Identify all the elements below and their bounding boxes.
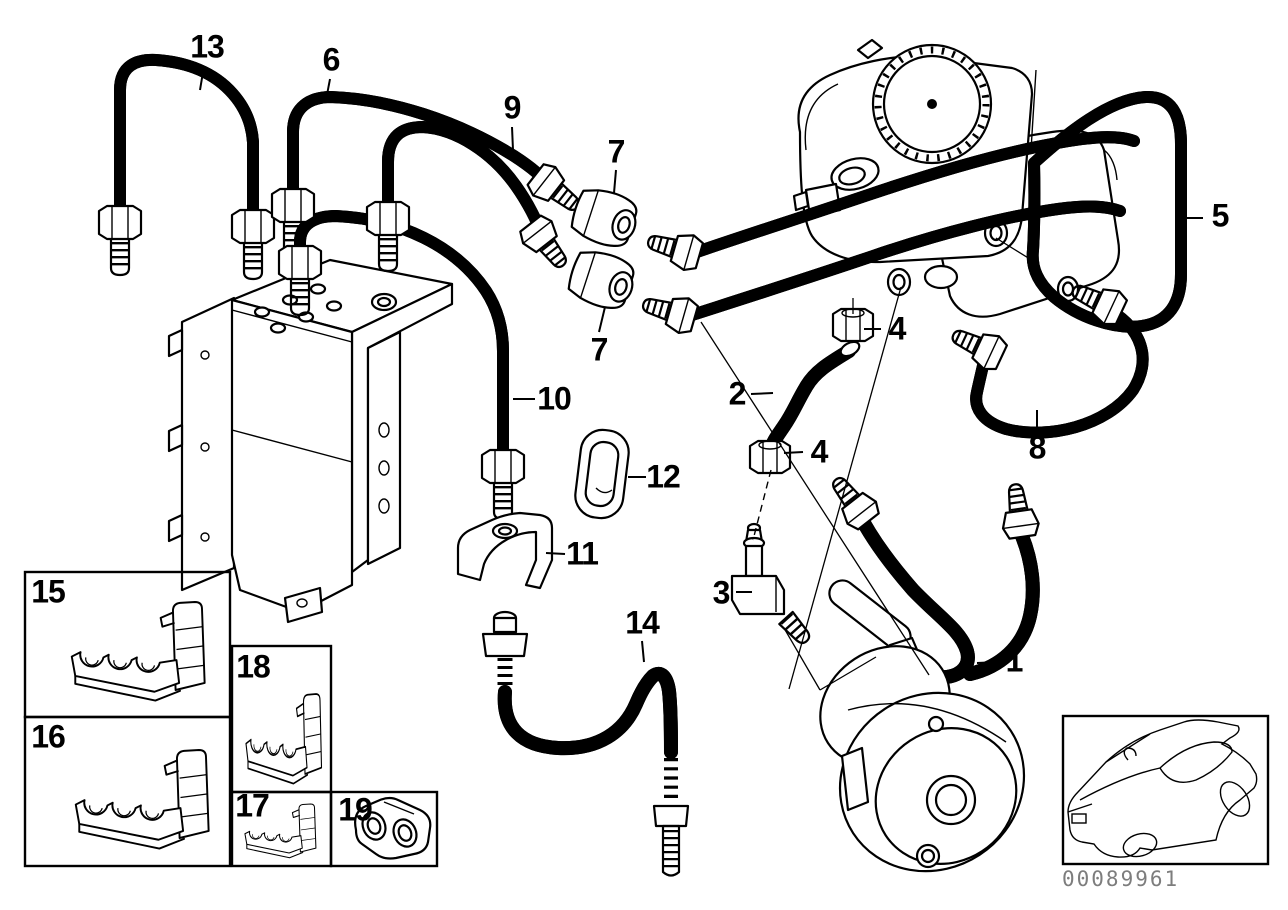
car-sketch-icon bbox=[1067, 719, 1258, 858]
callout-19: 19 bbox=[338, 791, 373, 828]
union-7-upper bbox=[566, 182, 644, 254]
union-nut-pipe13-left bbox=[99, 206, 141, 275]
callout-6: 6 bbox=[322, 41, 341, 78]
union-7-lower bbox=[563, 244, 641, 316]
callout-14: 14 bbox=[625, 604, 660, 641]
clip-16 bbox=[74, 749, 210, 850]
bracket-11 bbox=[456, 511, 554, 590]
callout-12: 12 bbox=[646, 458, 681, 495]
clip-19 bbox=[354, 796, 432, 860]
hose-14 bbox=[481, 610, 690, 877]
pipe-9 bbox=[382, 121, 547, 239]
union-nut-pipe13-right bbox=[232, 210, 274, 279]
pipe-run-fitting-upper bbox=[643, 224, 704, 273]
callout-3: 3 bbox=[712, 574, 731, 611]
callout-5: 5 bbox=[1211, 197, 1230, 234]
union-nut-pipe9 bbox=[367, 202, 409, 271]
pipe-8-run bbox=[683, 207, 1126, 322]
pipe-5-loop bbox=[1033, 97, 1187, 327]
callout-15: 15 bbox=[31, 573, 66, 610]
t-connector-3 bbox=[730, 522, 811, 645]
callout-13: 13 bbox=[190, 28, 225, 65]
union-nut-pipe10-bottom bbox=[482, 450, 524, 519]
pipe-13 bbox=[114, 60, 259, 224]
grommet-12 bbox=[574, 428, 630, 520]
clip-15 bbox=[70, 601, 206, 702]
pointer-lines bbox=[700, 237, 1039, 691]
pipe-5-run bbox=[688, 137, 1140, 259]
box-19 bbox=[329, 790, 439, 868]
pump-part-1 bbox=[819, 636, 1026, 873]
brake-fluid-reservoir bbox=[792, 38, 1121, 318]
image-number: 00089961 bbox=[1062, 867, 1180, 891]
abs-top-ports bbox=[253, 283, 398, 334]
callout-4-upper: 4 bbox=[888, 310, 907, 347]
callout-7-upper: 7 bbox=[607, 133, 626, 170]
box-16 bbox=[23, 715, 232, 868]
clip-18 bbox=[245, 693, 323, 785]
clip-boxes bbox=[23, 570, 439, 868]
pipe-6 bbox=[287, 91, 555, 202]
mc-port-boss bbox=[923, 264, 959, 290]
pipe-10 bbox=[294, 210, 509, 458]
callout-2: 2 bbox=[728, 375, 747, 412]
callout-9: 9 bbox=[503, 89, 522, 126]
callout-16: 16 bbox=[31, 718, 66, 755]
pipe-9-end-fitting bbox=[516, 213, 577, 277]
pipe-run-fitting-lower bbox=[638, 287, 699, 336]
car-inset-frame bbox=[1061, 714, 1270, 866]
callout-17: 17 bbox=[235, 787, 270, 824]
callout-7-lower: 7 bbox=[590, 331, 609, 368]
abs-hydro-unit bbox=[167, 258, 454, 624]
callout-18: 18 bbox=[236, 648, 271, 685]
callout-11: 11 bbox=[566, 535, 599, 572]
car-inset bbox=[1061, 714, 1270, 866]
reservoir-cap bbox=[871, 43, 993, 165]
callout-4-lower: 4 bbox=[810, 433, 829, 470]
pipe-8 bbox=[946, 273, 1143, 432]
callout-8: 8 bbox=[1028, 429, 1047, 466]
nut-4-lower bbox=[748, 439, 792, 475]
callout-1: 1 bbox=[1005, 642, 1024, 679]
callout-10: 10 bbox=[537, 380, 572, 417]
